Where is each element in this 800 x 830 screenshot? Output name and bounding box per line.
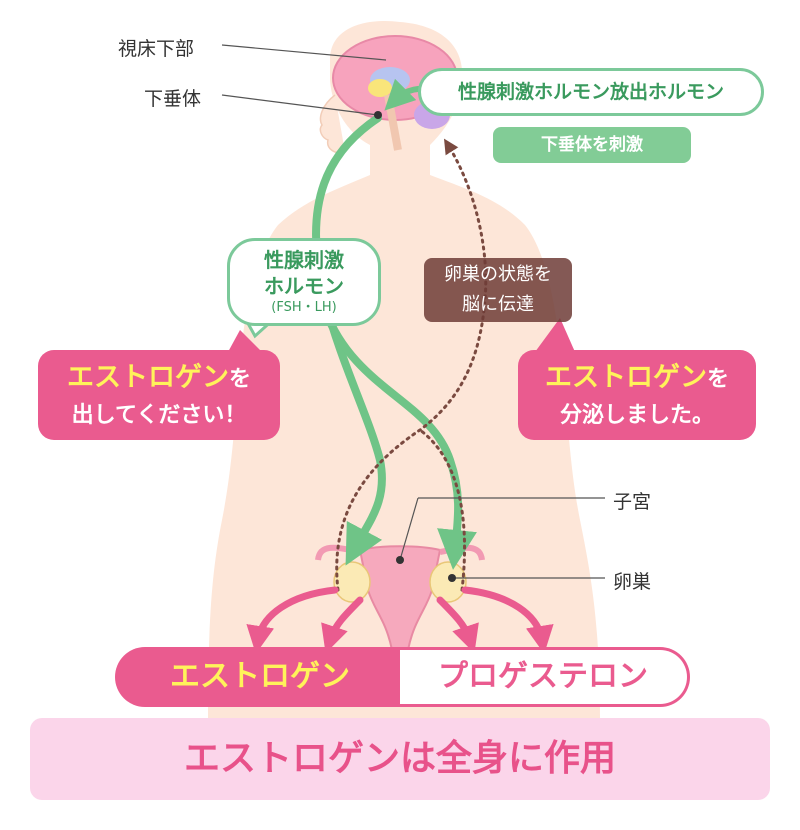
ovary-label: 卵巣 <box>613 571 652 593</box>
pink-secretion-arrows <box>246 586 554 654</box>
uterus-dot <box>396 556 404 564</box>
body-silhouette <box>200 20 610 720</box>
right-speech-bubble: エストロゲンを 分泌しました。 <box>518 350 756 440</box>
right-bubble-suffix: を <box>706 367 729 392</box>
pituitary-label: 下垂体 <box>144 88 202 110</box>
feedback-label: 卵巣の状態を 脳に伝達 <box>424 258 572 322</box>
gonadotropin-line2: ホルモン <box>264 274 344 298</box>
gnrh-label: 性腺刺激ホルモン放出ホルモン <box>418 68 764 116</box>
left-speech-bubble: エストロゲンを 出してください！ <box>38 350 280 440</box>
left-bubble-estrogen: エストロゲン <box>66 362 229 393</box>
right-bubble-tail <box>535 318 575 352</box>
bottom-banner-text: エストロゲンは全身に作用 <box>183 738 616 779</box>
face-profile <box>319 94 346 154</box>
pituitary-dot <box>374 111 382 119</box>
hormone-bar-shape <box>115 647 690 707</box>
pituitary-stimulation-label: 下垂体を刺激 <box>493 127 691 163</box>
feedback-line2: 脳に伝達 <box>462 294 534 315</box>
progesterone-bar-label: プロゲステロン <box>438 659 648 694</box>
feedback-line1: 卵巣の状態を <box>444 264 552 285</box>
uterus-label: 子宮 <box>613 491 652 513</box>
right-bubble-estrogen: エストロゲン <box>544 362 707 393</box>
feedback-dotted-arrows <box>335 138 488 592</box>
green-hormone-arrows <box>312 114 477 570</box>
gonadotropin-label: 性腺刺激 ホルモン (FSH・LH) <box>227 238 381 326</box>
leader-lines <box>221 44 605 579</box>
gonadotropin-sub: (FSH・LH) <box>271 300 337 315</box>
estrogen-bar-label: エストロゲン <box>170 659 350 694</box>
left-bubble-suffix: を <box>228 367 251 392</box>
left-bubble-tail <box>228 330 262 352</box>
ovary-dot <box>448 574 456 582</box>
left-bubble-line2: 出してください！ <box>71 403 247 428</box>
hypothalamus-label: 視床下部 <box>118 38 195 60</box>
right-bubble-line2: 分泌しました。 <box>559 403 714 428</box>
gonadotropin-line1: 性腺刺激 <box>264 248 344 272</box>
bottom-banner-bg <box>30 718 770 800</box>
